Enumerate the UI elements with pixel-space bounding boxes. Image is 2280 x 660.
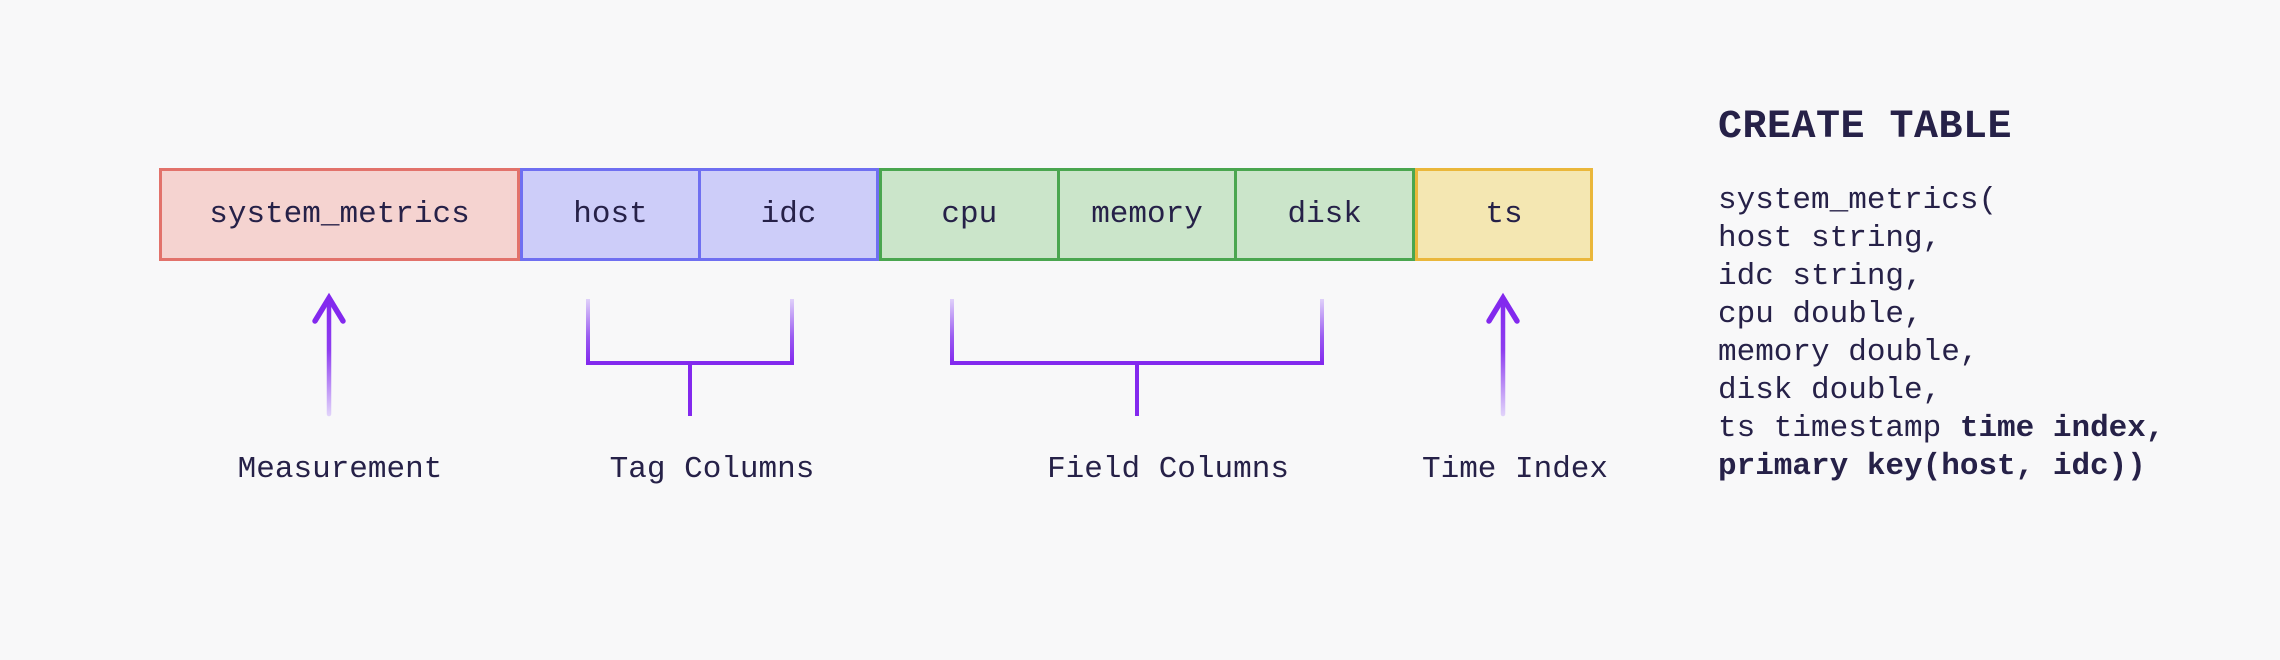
sql-line: host string,: [1718, 221, 1942, 256]
field-columns-group: cpu memory disk: [879, 168, 1415, 261]
tag-column-cell: host: [573, 197, 648, 232]
tag-columns-label: Tag Columns: [609, 452, 815, 487]
measurement-label: Measurement: [237, 452, 443, 487]
sql-line: primary key(host, idc)): [1718, 449, 2146, 484]
sql-line: ts timestamp time index,: [1718, 411, 2165, 446]
field-columns-label: Field Columns: [1047, 452, 1289, 487]
tag-column-cell: idc: [698, 171, 876, 258]
time-index-group: ts: [1415, 168, 1593, 261]
measurement-arrow-icon: [312, 292, 346, 417]
field-column-cell: cpu: [941, 197, 998, 232]
time-index-arrow-icon: [1486, 292, 1520, 417]
sql-line: disk double,: [1718, 373, 1942, 408]
sql-line: cpu double,: [1718, 297, 1923, 332]
field-column-cell: disk: [1234, 171, 1412, 258]
time-index-cell: ts: [1485, 197, 1523, 232]
tag-columns-bracket-icon: [586, 299, 794, 416]
sql-line: memory double,: [1718, 335, 1979, 370]
measurement-group: system_metrics: [159, 168, 520, 261]
sql-line: idc string,: [1718, 259, 1923, 294]
sql-code-block: CREATE TABLE system_metrics( host string…: [1718, 104, 2164, 486]
tag-columns-group: host idc: [520, 168, 879, 261]
time-index-label: Time Index: [1421, 452, 1609, 487]
sql-line: system_metrics(: [1718, 183, 1998, 218]
table-model-bar: system_metrics host idc cpu memory disk …: [159, 168, 1593, 261]
sql-heading: CREATE TABLE: [1718, 105, 2013, 150]
field-columns-bracket-icon: [950, 299, 1324, 416]
field-column-cell: memory: [1056, 171, 1235, 258]
table-name-cell: system_metrics: [209, 197, 470, 232]
